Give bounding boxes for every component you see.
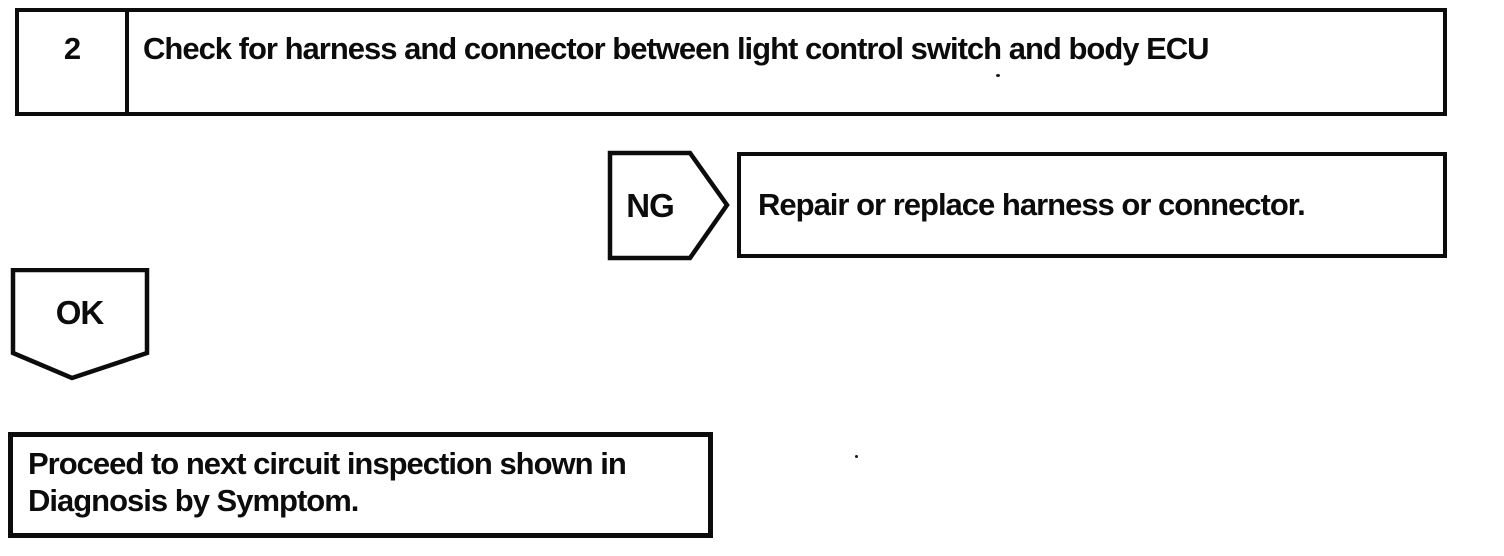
ng-action-text: Repair or replace harness or connector. [758,187,1306,222]
ok-action-box: Proceed to next circuit inspection shown… [8,432,713,538]
ng-arrow-icon [607,150,730,261]
scan-speck [855,455,858,458]
scan-speck [996,74,1000,77]
ok-arrow-icon [10,268,150,381]
ng-connector: NG [606,149,732,263]
step-box: 2 Check for harness and connector betwee… [15,8,1447,116]
ok-connector: OK [10,268,152,382]
step-title: Check for harness and connector between … [143,31,1210,66]
ok-action-line-1: Proceed to next circuit inspection shown… [28,446,627,481]
ng-action-box: Repair or replace harness or connector. [737,152,1447,258]
ng-label: NG [626,187,675,224]
ok-action-line-2: Diagnosis by Symptom. [28,483,359,518]
step-number: 2 [19,12,129,112]
ok-label: OK [55,294,105,331]
